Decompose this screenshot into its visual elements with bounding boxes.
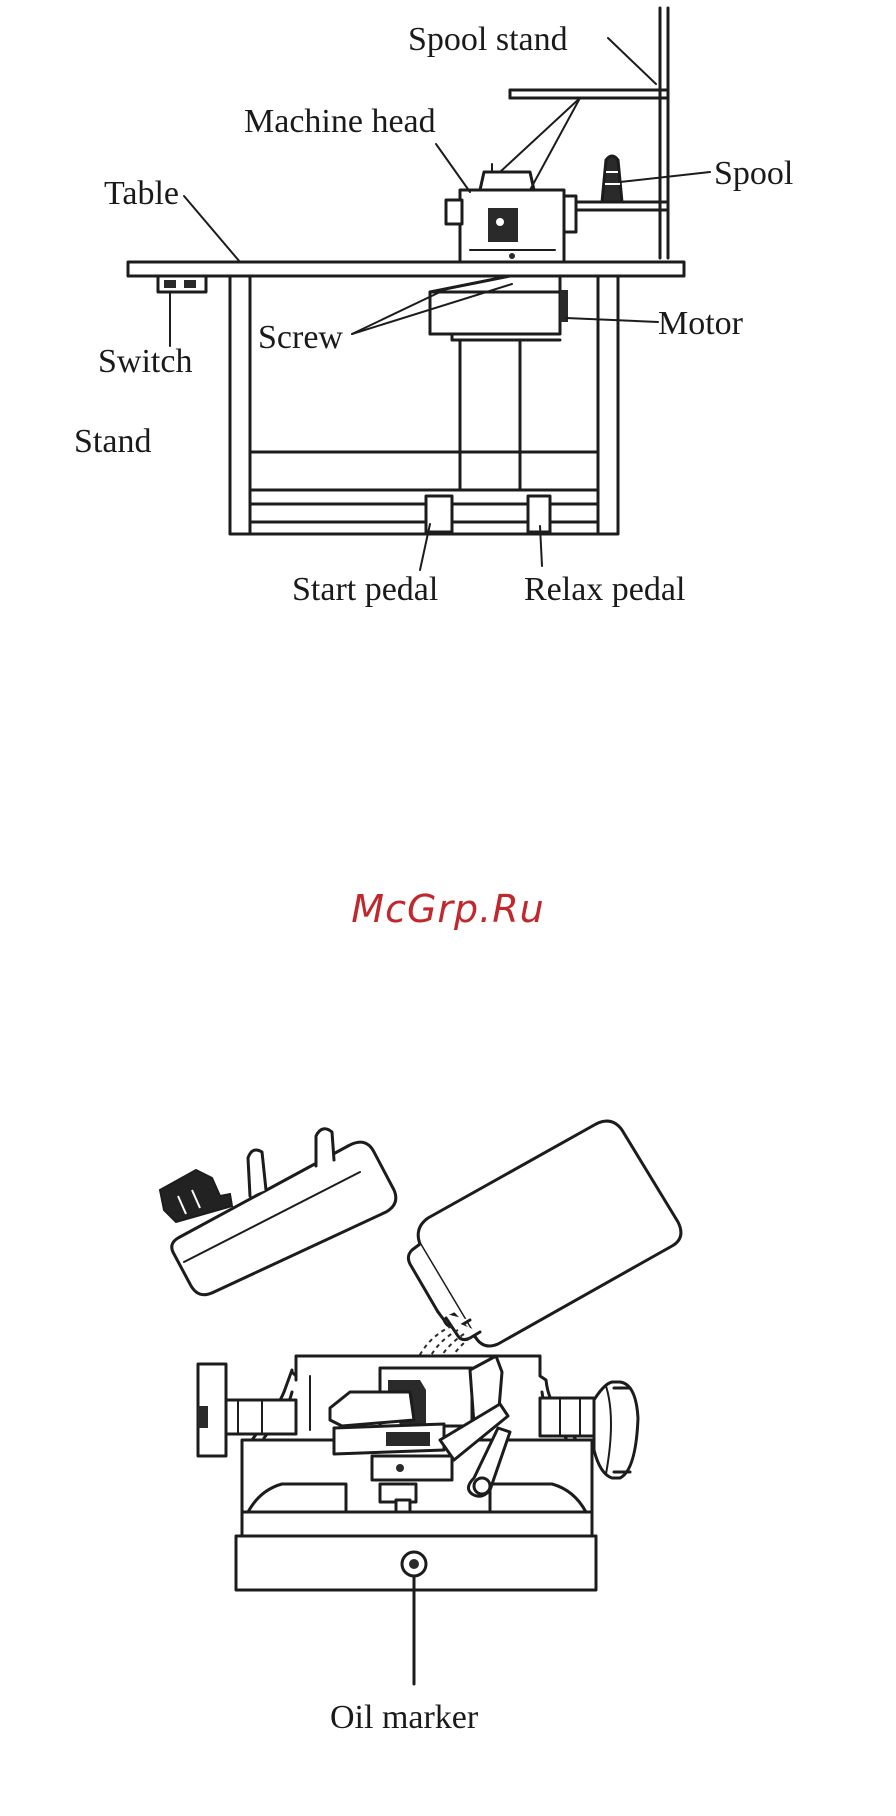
relax-pedal	[528, 496, 550, 532]
label-start-pedal: Start pedal	[292, 571, 438, 608]
label-spool-stand: Spool stand	[408, 21, 568, 58]
label-table: Table	[104, 175, 179, 212]
label-spool: Spool	[714, 155, 793, 192]
oil-marker	[402, 1552, 426, 1684]
oil-bottle	[408, 1121, 681, 1346]
watermark: McGrp.Ru	[351, 887, 544, 931]
label-stand: Stand	[74, 423, 151, 460]
removed-cover	[160, 1129, 396, 1295]
table-top	[128, 262, 684, 276]
label-screw: Screw	[258, 319, 343, 356]
label-oil-marker: Oil marker	[330, 1699, 479, 1736]
motor	[430, 276, 568, 340]
machine-head	[446, 164, 576, 262]
label-switch: Switch	[98, 343, 192, 380]
spool	[602, 156, 622, 202]
label-machine-head: Machine head	[244, 103, 436, 140]
oiling-diagram: Oil marker	[160, 1121, 681, 1736]
sewing-stand-diagram: Spool stand Machine head Spool Table Scr…	[74, 8, 793, 608]
label-relax-pedal: Relax pedal	[524, 571, 685, 608]
label-motor: Motor	[658, 305, 744, 342]
switch-box	[158, 276, 206, 292]
